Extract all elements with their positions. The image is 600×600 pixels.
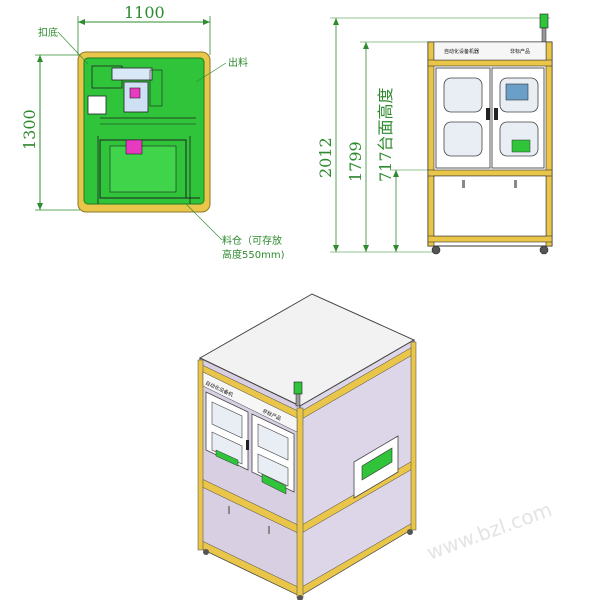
total-height-dimension: 2012 [316,137,335,178]
signal-light-icon [539,13,549,29]
label-discharge: 出料 [228,56,248,69]
front-view: 2012 1799 717台面高度 自动化设备机器 非标产品 [316,13,553,255]
top-height-dimension: 1300 [20,109,39,150]
iso-signal-light-icon [293,381,303,395]
label-bin-line2: 高度550mm) [222,248,285,261]
watermark: www.bzl.com [424,497,556,565]
isometric-view: 自动化设备机 非标产品 [197,293,417,600]
front-panel-subtitle: 非标产品 [510,48,530,55]
front-panel-title: 自动化设备机器 [444,48,479,55]
top-width-dimension: 1100 [124,3,165,22]
label-fill-side: 扣底 [38,26,58,39]
table-height-dimension: 717台面高度 [376,87,395,182]
top-view: 1100 1300 扣底 出料 料仓（可存放 高度550mm) [20,3,285,261]
label-bin-line1: 料仓（可存放 [222,234,282,247]
mid-height-dimension: 1799 [346,141,365,182]
